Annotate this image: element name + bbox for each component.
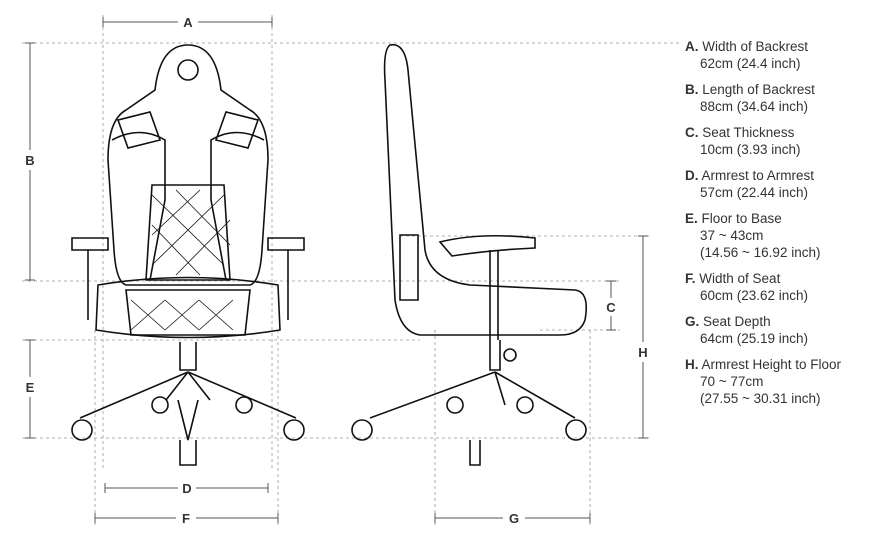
spec-item-f: F. Width of Seat 60cm (23.62 inch): [685, 270, 875, 304]
spec-item-h: H. Armrest Height to Floor 70 ~ 77cm (27.5…: [685, 356, 875, 407]
spec-value: 62cm (24.4 inch): [700, 56, 801, 71]
spec-key: F.: [685, 271, 696, 286]
spec-value: 60cm (23.62 inch): [700, 288, 809, 303]
spec-value: (27.55 ~ 30.31 inch): [700, 391, 821, 406]
spec-key: D.: [685, 168, 699, 183]
spec-item-a: A. Width of Backrest 62cm (24.4 inch): [685, 38, 875, 72]
quilted-pattern: [130, 189, 234, 331]
spec-value: 10cm (3.93 inch): [700, 142, 801, 157]
label-b: B: [25, 153, 34, 168]
spec-value: 70 ~ 77cm: [700, 374, 764, 389]
spec-name: Length of Backrest: [702, 82, 815, 97]
spec-key: E.: [685, 211, 698, 226]
spec-item-c: C. Seat Thickness 10cm (3.93 inch): [685, 124, 875, 158]
dimension-lines: [25, 17, 648, 523]
chair-front-view: [71, 44, 305, 466]
label-f: F: [182, 511, 190, 526]
spec-key: G.: [685, 314, 700, 329]
spec-item-g: G. Seat Depth 64cm (25.19 inch): [685, 313, 875, 347]
spec-name: Width of Backrest: [702, 39, 809, 54]
label-g: G: [509, 511, 519, 526]
spec-value: 57cm (22.44 inch): [700, 185, 809, 200]
chair-side-view: [351, 43, 588, 466]
spec-item-d: D. Armrest to Armrest 57cm (22.44 inch): [685, 167, 875, 201]
spec-value: 88cm (34.64 inch): [700, 99, 809, 114]
label-c: C: [606, 300, 616, 315]
spec-item-b: B. Length of Backrest 88cm (34.64 inch): [685, 81, 875, 115]
label-h: H: [638, 345, 647, 360]
spec-item-e: E. Floor to Base 37 ~ 43cm (14.56 ~ 16.92 …: [685, 210, 875, 261]
spec-key: A.: [685, 39, 699, 54]
label-e: E: [26, 380, 35, 395]
chair-dimension-diagram: A B C D E F G H: [22, 15, 680, 526]
specifications-list: A. Width of Backrest 62cm (24.4 inch) B. …: [685, 38, 875, 416]
spec-name: Armrest to Armrest: [701, 168, 815, 183]
spec-key: C.: [685, 125, 699, 140]
spec-value: 64cm (25.19 inch): [700, 331, 809, 346]
spec-value: (14.56 ~ 16.92 inch): [700, 245, 821, 260]
label-a: A: [183, 15, 193, 30]
spec-name: Seat Depth: [703, 314, 771, 329]
spec-name: Armrest Height to Floor: [701, 357, 842, 372]
spec-name: Floor to Base: [701, 211, 782, 226]
guide-lines: [22, 15, 680, 525]
spec-name: Seat Thickness: [702, 125, 795, 140]
label-d: D: [182, 481, 191, 496]
spec-key: B.: [685, 82, 699, 97]
spec-name: Width of Seat: [699, 271, 781, 286]
spec-key: H.: [685, 357, 699, 372]
spec-value: 37 ~ 43cm: [700, 228, 764, 243]
